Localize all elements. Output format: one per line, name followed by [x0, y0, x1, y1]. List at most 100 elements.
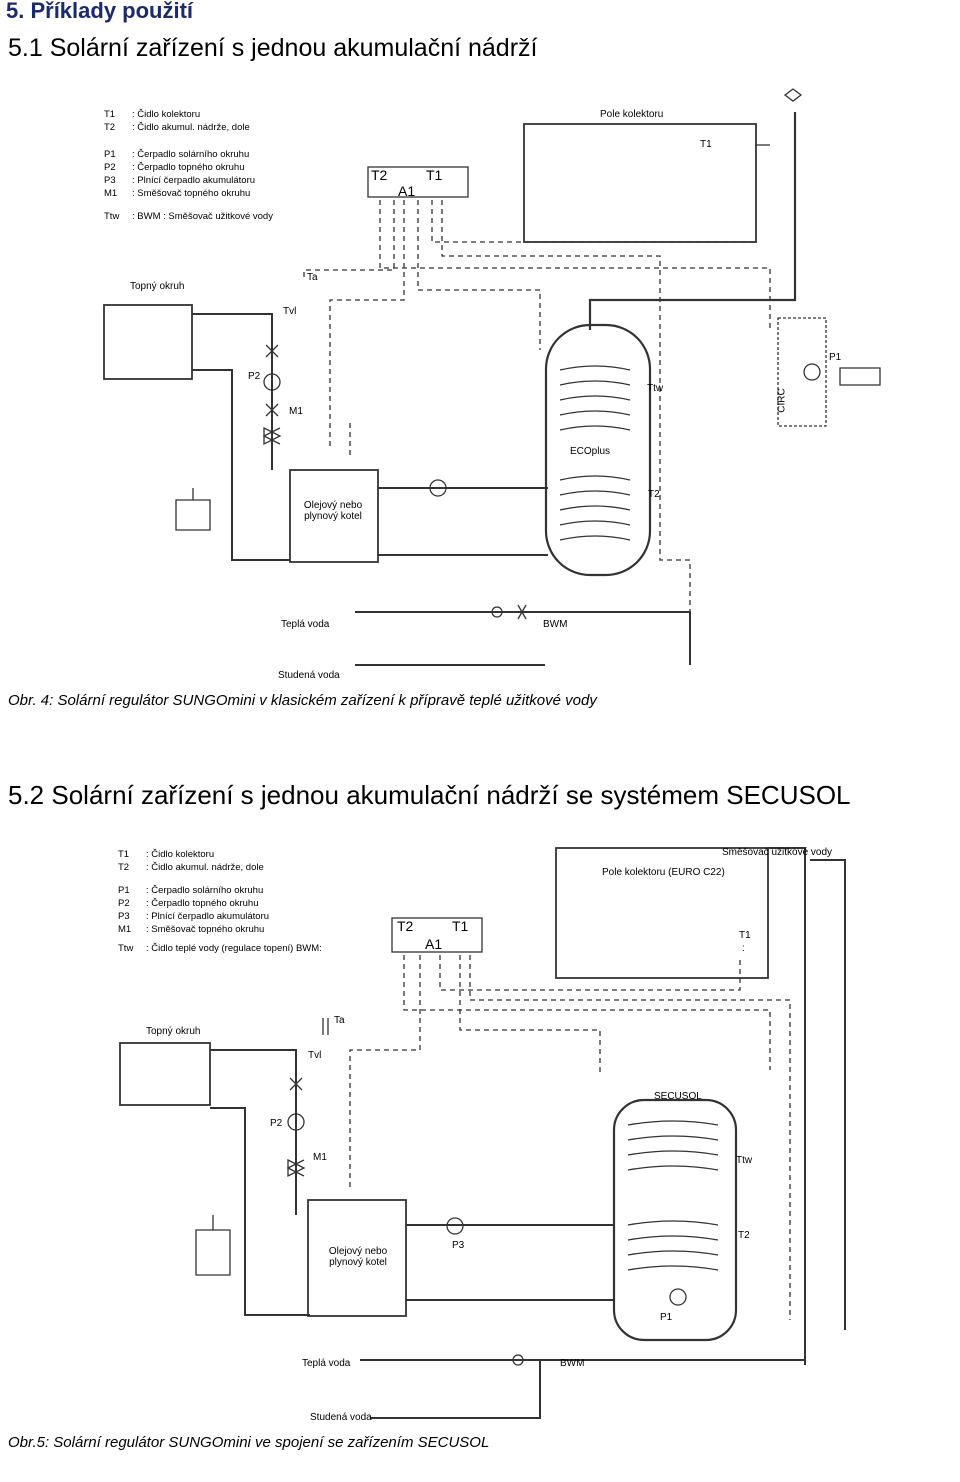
pipe — [210, 1049, 297, 1215]
section1-title: 5.1 Solární zařízení s jednou akumulační… — [8, 34, 538, 62]
controller-box — [391, 917, 483, 953]
legend-2: T1: Čidlo kolektoru T2: Čidlo akumul. ná… — [118, 848, 322, 955]
pipe — [355, 611, 691, 665]
legend-row: M1: Směšovač topného okruhu — [104, 188, 251, 199]
legend-row: T2: Čidlo akumul. nádrže, dole — [118, 862, 264, 873]
collector-label: Pole kolektoru — [600, 109, 664, 120]
tank-heat-exchanger — [559, 365, 631, 431]
controller-t1: T1 — [426, 167, 443, 183]
sensor-cable — [417, 200, 541, 350]
collector-panel — [555, 847, 769, 979]
valve-icon — [517, 604, 527, 620]
boiler-label: Olejový nebo plynový kotel — [303, 500, 363, 522]
sensor-cable — [441, 200, 691, 665]
heating-circuit-label: Topný okruh — [146, 1026, 201, 1037]
pipe — [370, 1360, 541, 1419]
legend-1: T1: Čidlo kolektoru T2: Čidlo akumul. ná… — [104, 108, 273, 223]
controller-t1: T1 — [452, 918, 469, 934]
pipe — [192, 313, 273, 470]
tank-solar-exchanger — [559, 475, 631, 541]
ta-label: Ta — [307, 272, 318, 283]
p2-label: P2 — [270, 1118, 283, 1129]
sensor-cable — [459, 955, 601, 1075]
legend-row: P3: Plnící čerpadlo akumulátoru — [104, 175, 256, 186]
secusol-label: SECUSOL — [654, 1091, 702, 1102]
section2-title: 5.2 Solární zařízení s jednou akumulační… — [8, 780, 851, 810]
pipe — [192, 369, 290, 561]
vent-icon — [783, 88, 803, 102]
valve-icon — [289, 1077, 303, 1091]
p1-label: P1 — [660, 1312, 673, 1323]
bwm-label: BWM — [543, 619, 568, 630]
pump-p2-icon — [287, 1113, 305, 1131]
sensor-cable — [349, 955, 421, 1190]
sensor-cable — [431, 200, 754, 243]
figure-4-caption: Obr. 4: Solární regulátor SUNGOmini v kl… — [8, 692, 597, 709]
pump-p3-icon — [429, 479, 447, 497]
pump-p2-icon — [263, 373, 281, 391]
schematic-1 — [103, 88, 881, 666]
controller-t2: T2 — [371, 167, 388, 183]
boiler — [289, 469, 379, 563]
ttw-label: Ttw — [647, 383, 664, 394]
boiler-label: Olejový nebo plynový kotel — [328, 1246, 388, 1268]
tank-label: ECOplus — [570, 446, 611, 457]
controller-a1: A1 — [398, 183, 416, 199]
t2-label: T2 — [648, 489, 660, 500]
pipe — [588, 112, 797, 330]
solar-station — [777, 317, 827, 427]
water-mixer-label: Směšovač užitkové vody — [722, 847, 833, 858]
tank — [612, 1098, 738, 1342]
sensor-cable — [469, 955, 791, 1320]
p1-label: P1 — [829, 352, 842, 363]
controller-a1: A1 — [425, 936, 443, 952]
sensor-cable — [379, 200, 771, 330]
legend-row: P2: Čerpadlo topného okruhu — [118, 898, 259, 909]
t2-label: T2 — [738, 1230, 750, 1241]
p2-label: P2 — [248, 371, 261, 382]
legend-row: T1: Čidlo kolektoru — [104, 109, 201, 120]
legend-row: M1: Směšovač topného okruhu — [118, 924, 265, 935]
pipe — [210, 1107, 310, 1316]
m1-label: M1 — [289, 406, 303, 417]
valve-icon — [265, 403, 279, 417]
ttw-label: Ttw — [736, 1155, 753, 1166]
controller-t2: T2 — [397, 918, 414, 934]
t1-label: T1 — [700, 139, 712, 150]
legend-row: P1: Čerpadlo solárního okruhu — [104, 149, 250, 160]
cold-water-label: Studená voda — [278, 670, 340, 681]
expansion-vessel — [839, 367, 881, 386]
legend-row: T1: Čidlo kolektoru — [118, 849, 215, 860]
legend-row: P3: Plnící čerpadlo akumulátoru — [118, 911, 270, 922]
mixer-m1-icon — [262, 426, 282, 446]
hot-water-label: Teplá voda — [281, 619, 330, 630]
page-heading: 5. Příklady použití — [6, 0, 194, 23]
tank-solar-exchanger — [627, 1220, 719, 1271]
expansion-vessel — [175, 488, 211, 531]
sensor-cable — [303, 200, 395, 280]
legend-row: P2: Čerpadlo topného okruhu — [104, 162, 245, 173]
legend-row: Ttw: Čidlo teplé vody (regulace topení) … — [118, 943, 322, 954]
tvl-label: Tvl — [308, 1050, 322, 1061]
sensor-cable — [403, 955, 771, 1070]
mixer-bwm-icon — [512, 1354, 524, 1366]
radiator — [119, 1042, 211, 1106]
legend-row: T2: Čidlo akumul. nádrže, dole — [104, 122, 250, 133]
hot-water-label: Teplá voda — [302, 1358, 351, 1369]
mixer-bwm-icon — [491, 606, 503, 618]
controller-box — [367, 166, 469, 198]
pump-p3-icon — [446, 1217, 464, 1235]
sensor-cable — [439, 955, 741, 991]
collector-panel — [523, 123, 757, 243]
tank-heat-exchanger — [627, 1120, 719, 1171]
ta-label: Ta — [334, 1015, 345, 1026]
t1-label: T1 — [739, 930, 751, 941]
legend-row: Ttw: BWM : Směšovač užitkové vody — [104, 211, 273, 222]
cold-water-label: Studená voda — [310, 1412, 372, 1423]
collector-label: Pole kolektoru (EURO C22) — [602, 867, 725, 878]
m1-label: M1 — [313, 1152, 327, 1163]
heating-circuit-label: Topný okruh — [130, 281, 185, 292]
pump-p1-icon — [803, 363, 821, 381]
tvl-label: Tvl — [283, 306, 297, 317]
